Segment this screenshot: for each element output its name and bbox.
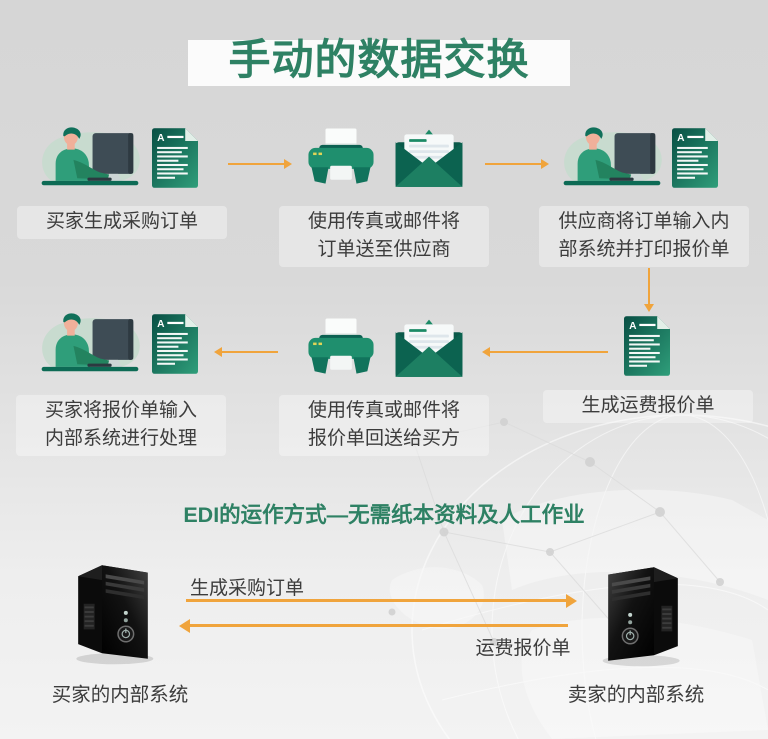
step-label-line: 供应商将订单输入内 [558, 211, 730, 232]
envelope-icon [394, 129, 464, 189]
printer-icon [299, 317, 383, 379]
step-label-buyer-creates-purchase-order: 买家生成采购订单 [17, 206, 227, 239]
flow-arrow-right-icon [485, 163, 541, 165]
edi-arrow-right-icon [186, 599, 566, 602]
step-label-send-order: 使用传真或邮件将 订单送至供应商 [279, 206, 489, 267]
step-label-send-quote-back: 使用传真或邮件将 报价单回送给买方 [279, 395, 489, 456]
flow-arrow-left-icon [222, 351, 278, 353]
seller-system-label: 卖家的内部系统 [567, 684, 705, 706]
flow-arrow-down-icon [648, 268, 650, 304]
person-computer-icon [34, 310, 146, 374]
edi-top-arrow-label: 生成采购订单 [190, 578, 305, 599]
world-map-background [388, 414, 768, 739]
flow-arrow-right-icon [228, 163, 284, 165]
edi-arrow-left-icon [190, 624, 568, 627]
document-icon [624, 316, 670, 376]
step-label-line: 使用传真或邮件将 [307, 211, 460, 232]
title-banner: 手动的数据交换 [188, 36, 570, 86]
edi-section-heading: EDI的运作方式—无需纸本资料及人工作业 [183, 503, 585, 527]
printer-icon [299, 127, 383, 189]
flow-arrow-left-icon [490, 351, 608, 353]
server-tower-icon [588, 558, 698, 670]
step-label-line: 使用传真或邮件将 [307, 400, 460, 421]
step-label-line: 部系统并打印报价单 [558, 239, 730, 260]
server-tower-icon [58, 556, 168, 668]
buyer-system-label: 买家的内部系统 [51, 684, 189, 706]
person-computer-icon [556, 124, 668, 188]
step-label-line: 内部系统进行处理 [44, 428, 197, 449]
page-title: 手动的数据交换 [228, 36, 530, 83]
step-label-supplier-enters-order: 供应商将订单输入内 部系统并打印报价单 [539, 206, 749, 267]
step-label-generate-freight-quote: 生成运费报价单 [543, 390, 753, 423]
document-icon [672, 128, 718, 188]
step-label-line: 订单送至供应商 [317, 239, 451, 260]
edi-bottom-arrow-label: 运费报价单 [475, 638, 571, 659]
step-label-line: 买家将报价单输入 [44, 400, 197, 421]
step-label-line: 生成运费报价单 [581, 395, 715, 416]
document-icon [152, 128, 198, 188]
document-icon [152, 314, 198, 374]
step-label-line: 买家生成采购订单 [45, 211, 198, 232]
envelope-icon [394, 319, 464, 379]
person-computer-icon [34, 124, 146, 188]
step-label-line: 报价单回送给买方 [307, 428, 460, 449]
step-label-buyer-enters-quote: 买家将报价单输入 内部系统进行处理 [16, 395, 226, 456]
